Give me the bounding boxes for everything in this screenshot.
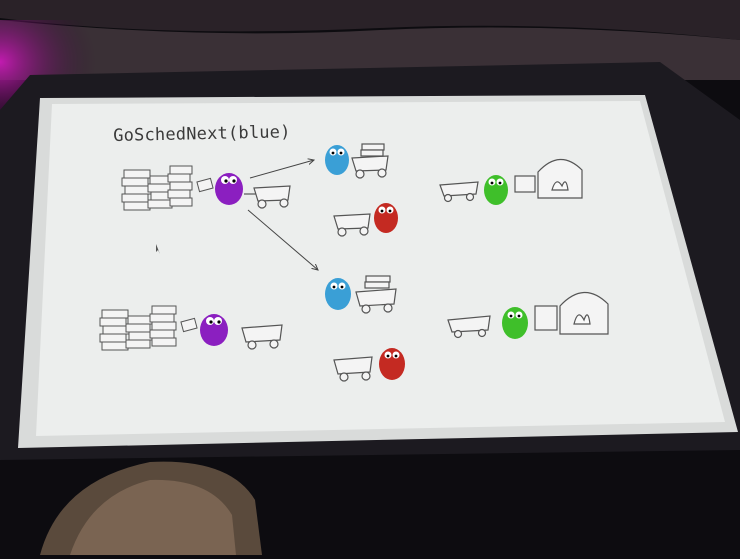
- book-stack-icon: [99, 305, 198, 351]
- cart-icon: [447, 315, 491, 339]
- gopher-icon: [374, 203, 398, 233]
- cart-icon: [241, 324, 283, 350]
- gopher-icon: [325, 278, 351, 310]
- cart-icon: [355, 275, 397, 314]
- gopher-icon: [325, 145, 349, 175]
- gopher-icon: [200, 314, 228, 346]
- gopher-icon: [502, 307, 528, 339]
- gopher-icon: [215, 173, 243, 205]
- incinerator-icon: [534, 291, 609, 335]
- slide-title: GoSchedNext(blue): [113, 122, 291, 146]
- ceiling: [0, 0, 740, 40]
- book-stack-icon: [121, 165, 214, 211]
- cart-icon: [351, 143, 389, 179]
- cart-icon: [333, 356, 373, 382]
- gopher-icon: [379, 348, 405, 380]
- incinerator-icon: [514, 158, 583, 199]
- cart-icon: [333, 213, 371, 237]
- mouse-cursor-icon: [156, 244, 160, 254]
- cart-icon: [439, 181, 479, 203]
- cart-icon: [244, 185, 291, 209]
- gopher-icon: [484, 175, 508, 205]
- arrow-icon: [247, 209, 318, 270]
- arrow-icon: [249, 160, 314, 179]
